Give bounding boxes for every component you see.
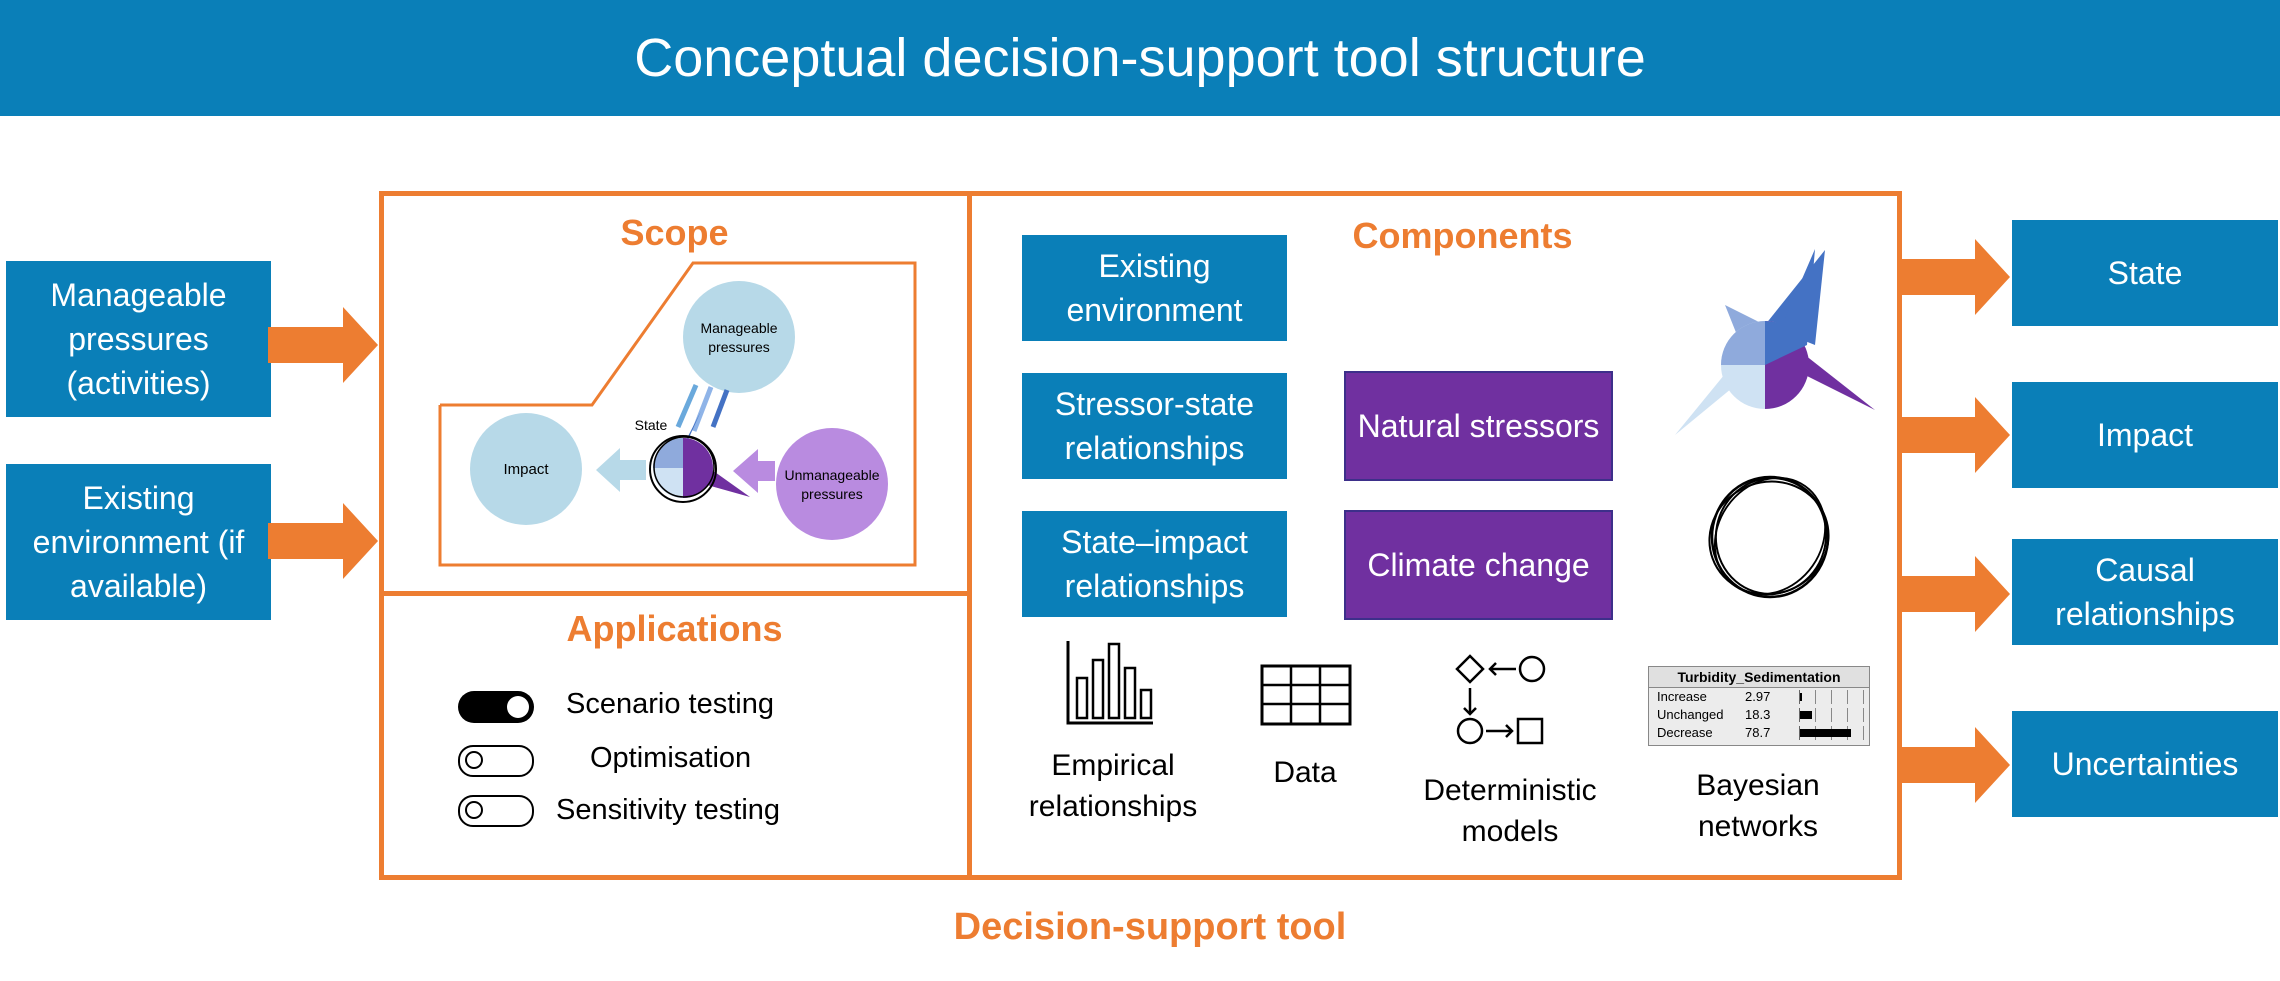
- output-arrow-3: [1900, 556, 2010, 632]
- output-arrow-2: [1900, 397, 2010, 473]
- bn-row-value: 2.97: [1745, 689, 1771, 704]
- bn-row-bar: [1800, 693, 1802, 701]
- output-uncertainties: Uncertainties: [2012, 711, 2278, 817]
- input-arrow-2: [268, 503, 378, 579]
- output-state: State: [2012, 220, 2278, 326]
- bn-row-value: 78.7: [1745, 725, 1771, 740]
- app-label-optimisation: Optimisation: [590, 742, 752, 774]
- component-climate-change: Climate change: [1344, 510, 1613, 620]
- bn-row-bar-track: [1799, 726, 1864, 740]
- page-title: Conceptual decision-support tool structu…: [0, 0, 2280, 116]
- bn-row-bar-track: [1799, 708, 1864, 722]
- app-label-scenario: Scenario testing: [566, 688, 774, 720]
- toggle-scenario-testing[interactable]: [458, 691, 534, 723]
- toggle-optimisation[interactable]: [458, 745, 534, 777]
- input-manageable-pressures: Manageable pressures (activities): [6, 261, 271, 417]
- table-icon: [1260, 664, 1352, 726]
- bar-chart-icon: [1066, 641, 1153, 725]
- bn-row-value: 18.3: [1745, 707, 1771, 722]
- component-existing-environment: Existing environment: [1022, 235, 1287, 341]
- compass-icon: [1675, 249, 1875, 435]
- unmanageable-pressures-node: [776, 428, 888, 540]
- component-natural-stressors: Natural stressors: [1344, 371, 1613, 481]
- bn-row: Unchanged 18.3: [1649, 706, 1869, 724]
- label-bayesian: Bayesian networks: [1696, 769, 1820, 843]
- toggle-knob-on: [507, 696, 529, 718]
- output-causal-relationships: Causal relationships: [2012, 539, 2278, 645]
- impact-node: [470, 413, 582, 525]
- label-data: Data: [1273, 756, 1337, 789]
- scope-title: Scope: [620, 212, 729, 253]
- toggle-knob-off: [465, 801, 483, 819]
- applications-title: Applications: [566, 608, 783, 649]
- bn-row-bar: [1800, 729, 1851, 737]
- decision-support-tool-frame: [379, 191, 1902, 880]
- output-arrow-4: [1900, 727, 2010, 803]
- toggle-sensitivity-testing[interactable]: [458, 795, 534, 827]
- horizontal-divider: [379, 591, 970, 596]
- bn-row-bar-track: [1799, 690, 1864, 704]
- input-existing-environment: Existing environment (if available): [6, 464, 271, 620]
- bn-row-label: Unchanged: [1657, 707, 1724, 722]
- component-stressor-state: Stressor-state relationships: [1022, 373, 1287, 479]
- flow-model-icon: [1455, 654, 1546, 745]
- scribble-circle-icon: [1708, 475, 1830, 599]
- app-label-sensitivity: Sensitivity testing: [556, 794, 781, 826]
- label-deterministic: Deterministic models: [1423, 774, 1597, 848]
- bn-row-label: Increase: [1657, 689, 1707, 704]
- input-arrow-1: [268, 307, 378, 383]
- scope-outline: [438, 261, 917, 567]
- manageable-pressures-node: [683, 281, 795, 393]
- impact-label: Impact: [503, 461, 549, 478]
- bn-title: Turbidity_Sedimentation: [1649, 667, 1869, 688]
- output-arrow-1: [1900, 239, 2010, 315]
- state-label: State: [635, 417, 668, 433]
- label-empirical: Empirical relationships: [1028, 749, 1198, 823]
- components-title: Components: [1352, 215, 1573, 256]
- decision-support-tool-label: Decision-support tool: [953, 906, 1347, 948]
- bn-row: Increase 2.97: [1649, 688, 1869, 706]
- bn-row-bar: [1800, 711, 1812, 719]
- toggle-knob-off: [465, 751, 483, 769]
- vertical-divider: [967, 191, 972, 880]
- component-state-impact: State–impact relationships: [1022, 511, 1287, 617]
- bn-row-label: Decrease: [1657, 725, 1713, 740]
- output-impact: Impact: [2012, 382, 2278, 488]
- bn-row: Decrease 78.7: [1649, 724, 1869, 742]
